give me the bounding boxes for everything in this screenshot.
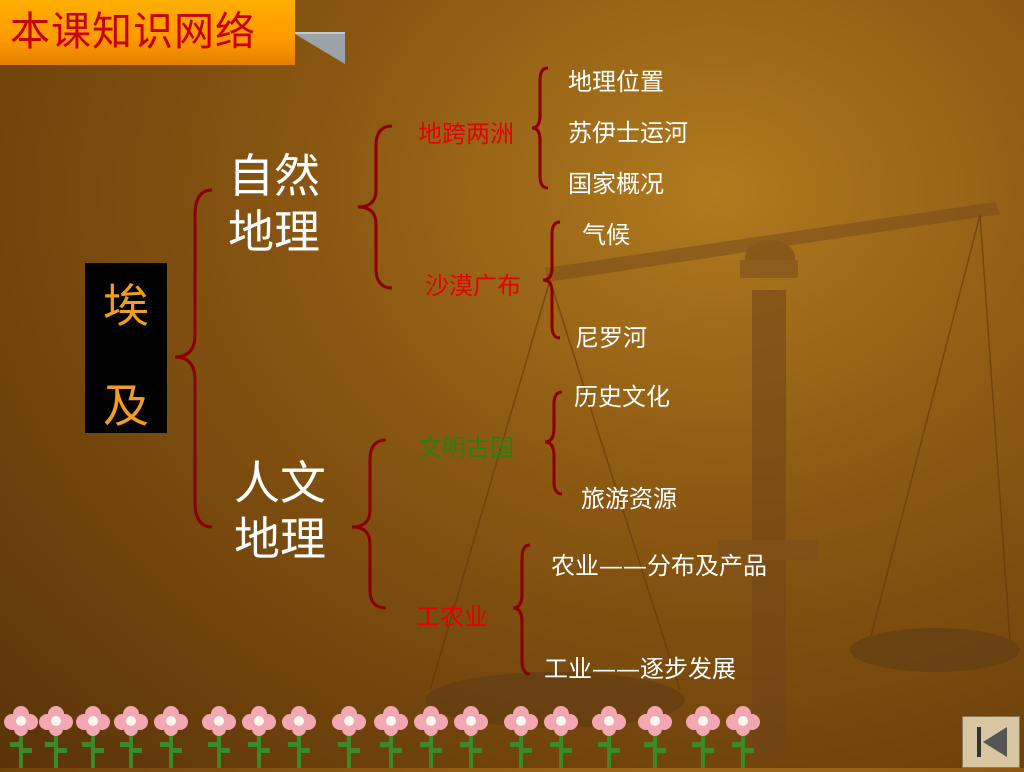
item-agriculture: 农业——分布及产品 — [551, 552, 767, 580]
item-nile: 尼罗河 — [575, 324, 647, 352]
branch-natural-line1: 自然 — [228, 149, 320, 203]
topic-continents: 地跨两洲 — [418, 120, 514, 148]
flower-icon — [152, 704, 190, 768]
flower-icon — [412, 704, 450, 768]
topic-desert: 沙漠广布 — [425, 272, 521, 300]
flower-icon — [542, 704, 580, 768]
flower-icon — [590, 704, 628, 768]
root-node — [85, 263, 167, 433]
flower-icon — [330, 704, 368, 768]
title-decoration — [295, 34, 345, 64]
item-industry: 工业——逐步发展 — [544, 655, 736, 683]
flower-icon — [200, 704, 238, 768]
item-overview: 国家概况 — [568, 170, 664, 198]
flower-icon — [37, 704, 75, 768]
flower-icon — [280, 704, 318, 768]
item-history: 历史文化 — [574, 383, 670, 411]
root-char-2: 及 — [103, 379, 149, 433]
flower-icon — [452, 704, 490, 768]
title-decoration — [295, 32, 345, 34]
branch-human-line2: 地理 — [234, 512, 326, 566]
item-suez: 苏伊士运河 — [568, 119, 688, 147]
flower-icon — [724, 704, 762, 768]
item-climate: 气候 — [582, 221, 630, 249]
back-nav-icon — [977, 727, 1007, 757]
flower-icon — [636, 704, 674, 768]
branch-human-line1: 人文 — [234, 456, 326, 510]
branch-natural: 自然 地理 — [228, 148, 320, 260]
flower-icon — [112, 704, 150, 768]
flower-icon — [74, 704, 112, 768]
page-title: 本课知识网络 — [10, 9, 256, 55]
topic-civilization: 文明古国 — [418, 434, 514, 462]
flower-icon — [502, 704, 540, 768]
item-location: 地理位置 — [568, 68, 664, 96]
back-button[interactable] — [962, 716, 1020, 768]
title-banner — [0, 0, 295, 65]
topic-industry-agri: 工农业 — [416, 603, 488, 631]
flower-icon — [372, 704, 410, 768]
root-char-1: 埃 — [103, 279, 149, 333]
item-tourism: 旅游资源 — [581, 485, 677, 513]
branch-human: 人文 地理 — [234, 455, 326, 567]
flower-icon — [2, 704, 40, 768]
flower-icon — [240, 704, 278, 768]
flower-icon — [684, 704, 722, 768]
branch-natural-line2: 地理 — [228, 205, 320, 259]
